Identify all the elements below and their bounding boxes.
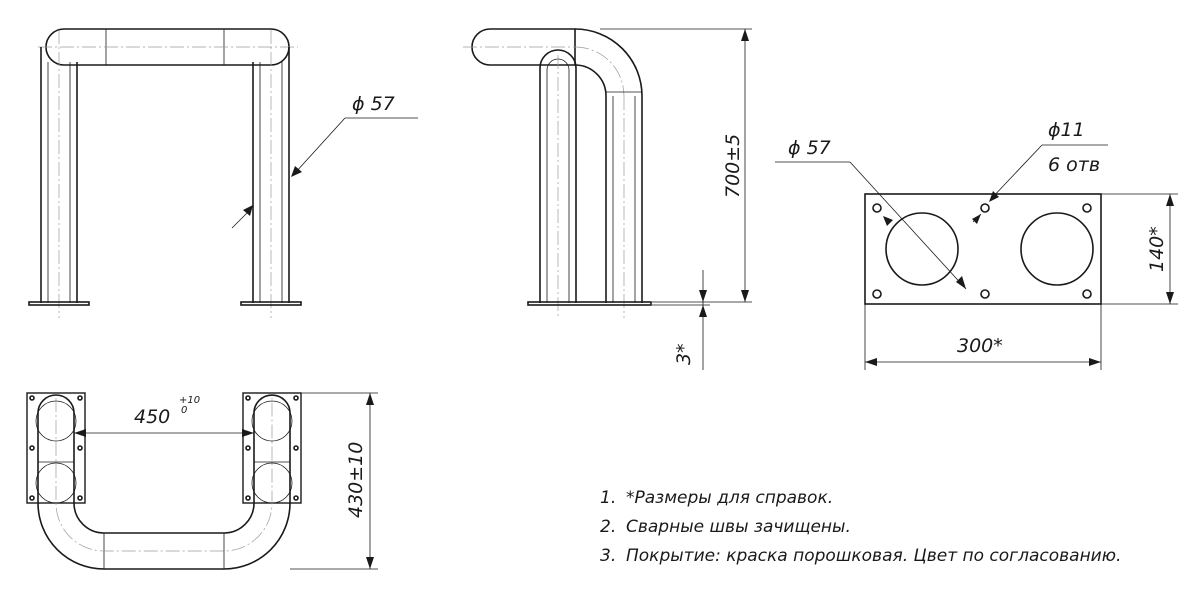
top-view: 450 +10 0 430±10 [26,392,378,570]
note-text: *Размеры для справок. [626,488,834,508]
note-3: 3. Покрытие: краска порошковая. Цвет по с… [600,542,1180,571]
hole-diameter-label: ϕ11 [1048,119,1085,141]
plate-view: ϕ 57 ϕ11 6 отв 140* 300* [775,119,1178,370]
note-2: 2. Сварные швы зачищены. [600,513,1180,542]
side-view: 700±5 3* [463,28,752,370]
span-tolerance-upper: +10 [179,395,200,406]
span-label: 450 [134,406,170,428]
gap-label: 3* [673,343,695,365]
diameter-label-front: ϕ 57 [352,93,395,115]
note-text: Сварные швы зачищены. [626,517,851,537]
plate-width-label: 300* [957,335,1003,357]
notes-block: 1. *Размеры для справок. 2. Сварные швы за… [600,484,1180,571]
plate-height-label: 140* [1146,226,1168,272]
hole-count-label: 6 отв [1048,154,1100,176]
height-label: 700±5 [722,134,744,198]
note-number: 1. [600,488,617,508]
diameter-label-plate: ϕ 57 [788,137,831,159]
front-view: ϕ 57 [28,28,418,318]
span-tolerance-lower: 0 [181,405,187,416]
note-number: 2. [600,517,617,537]
depth-label: 430±10 [345,442,367,518]
note-1: 1. *Размеры для справок. [600,484,1180,513]
note-text: Покрытие: краска порошковая. Цвет по сог… [626,546,1122,566]
note-number: 3. [600,546,617,566]
